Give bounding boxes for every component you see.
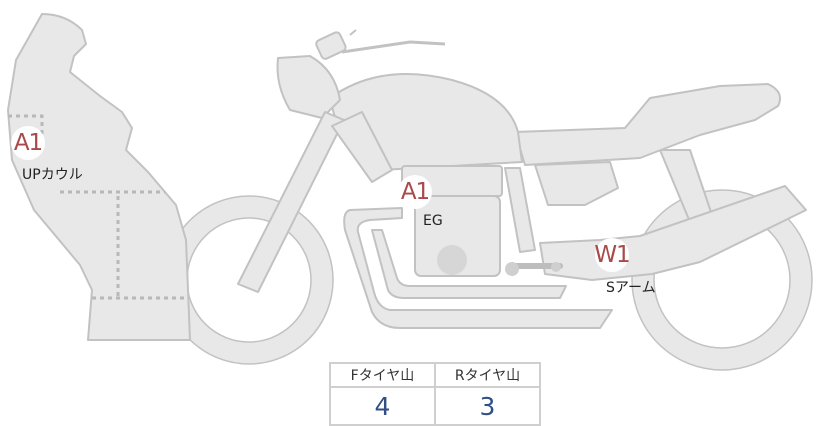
marker-swing-arm-code: W1 (594, 238, 631, 272)
side-cover (534, 161, 619, 206)
engine-cover (437, 245, 467, 275)
front-fork (237, 111, 345, 293)
marker-engine-code: A1 (398, 175, 432, 209)
rear-tire-header: Rタイヤ山 (434, 362, 541, 388)
front-tire-value: 4 (329, 386, 436, 426)
headlight (276, 55, 341, 119)
handlebar (315, 31, 347, 60)
marker-upper-cowl-code: A1 (11, 126, 45, 160)
frame-down-tube (331, 111, 393, 183)
cowl-dotted-top (8, 114, 44, 134)
tire-tread-table: Fタイヤ山 Rタイヤ山 4 3 (329, 362, 541, 426)
rear-tire-value: 3 (434, 386, 541, 426)
front-tire-header: Fタイヤ山 (329, 362, 436, 388)
rear-wheel (632, 190, 812, 370)
engine-block (414, 195, 501, 277)
marker-upper-cowl-label: UPカウル (22, 167, 83, 183)
exhaust-inner (371, 229, 567, 299)
marker-swing-arm-label: Sアーム (606, 280, 656, 296)
exhaust-pipe (343, 207, 613, 329)
upper-cowl (7, 13, 191, 341)
seat (514, 83, 781, 166)
rear-wheel-outer-rim (631, 189, 813, 371)
mirror-stem (349, 29, 357, 36)
foot-peg-end-2 (551, 262, 561, 272)
frame-bar (504, 167, 536, 253)
handlebar-stem (341, 40, 446, 54)
foot-peg-end-1 (505, 262, 519, 276)
marker-engine-label: EG (423, 213, 443, 229)
